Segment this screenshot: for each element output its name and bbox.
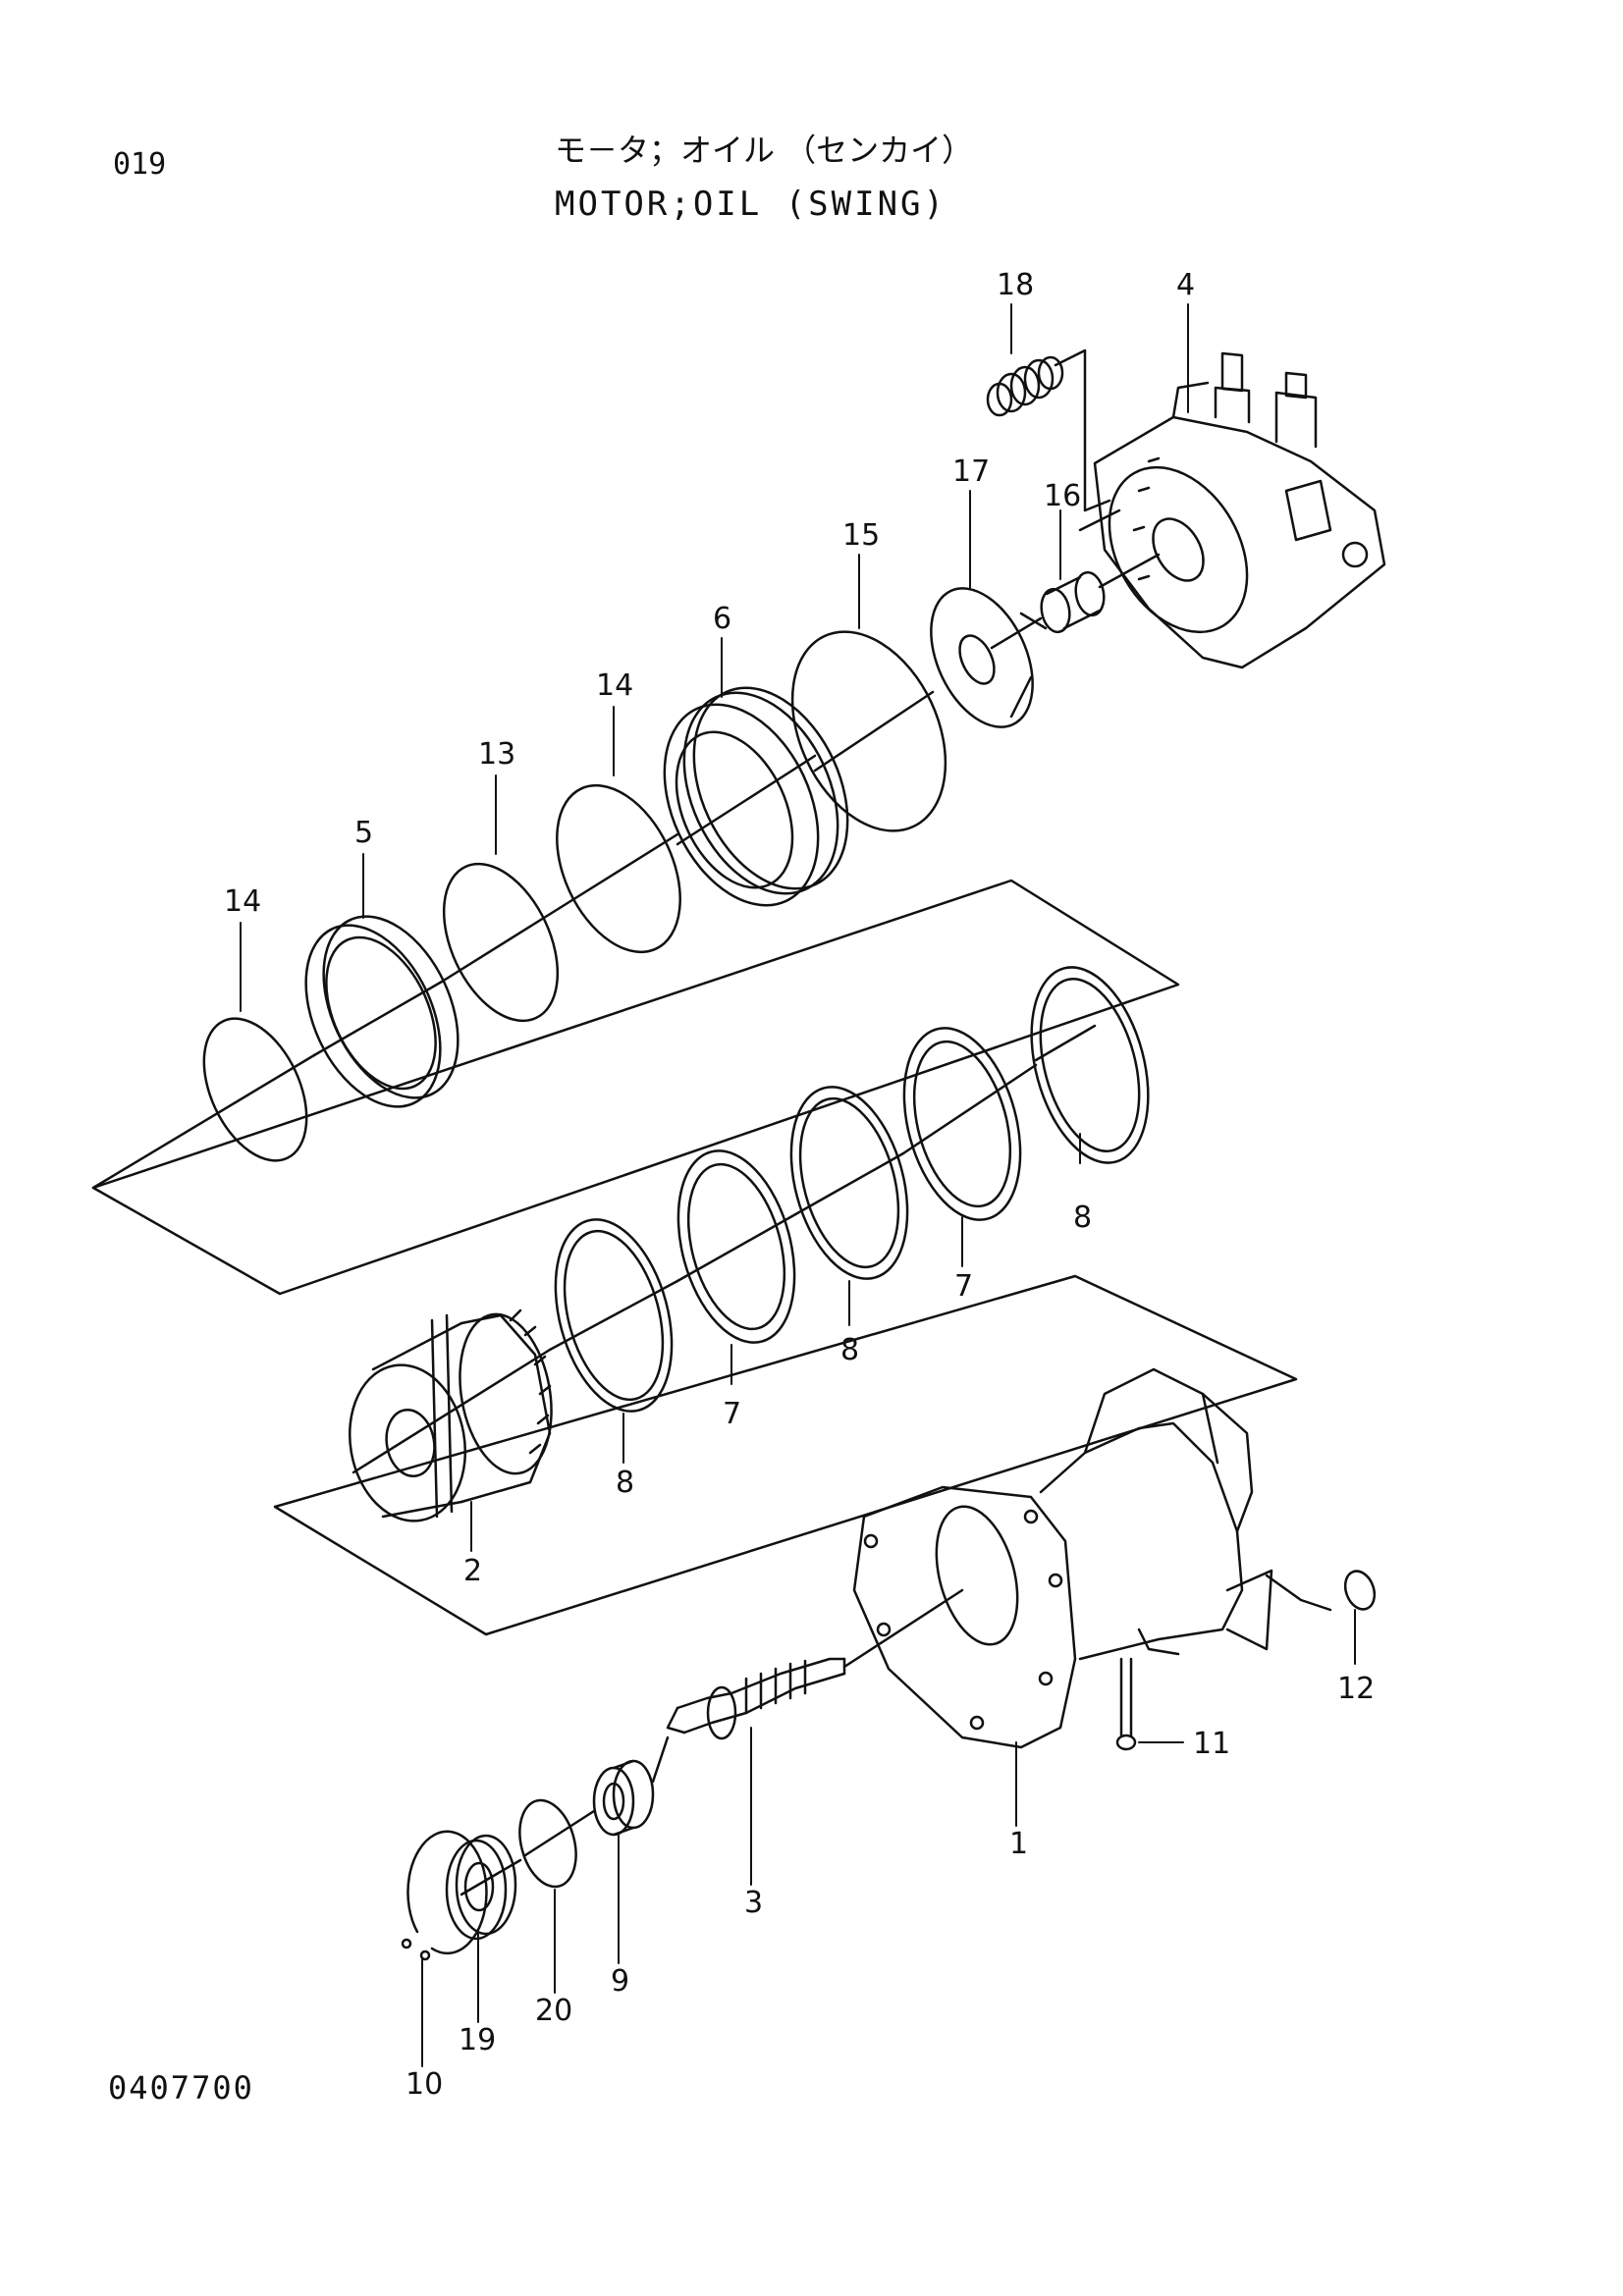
part-2-cylinder-block bbox=[348, 1308, 553, 1522]
part-8-plate-a bbox=[1030, 966, 1150, 1164]
label-part-15: 15 bbox=[842, 518, 880, 553]
part-13-o-ring bbox=[442, 862, 560, 1023]
part-14-o-ring-upper bbox=[556, 783, 681, 954]
part-5-ring bbox=[304, 915, 460, 1108]
label-part-10: 10 bbox=[406, 2067, 443, 2102]
part-15-o-ring bbox=[790, 630, 947, 832]
label-part-12: 12 bbox=[1337, 1672, 1375, 1706]
reference-code: 0407700 bbox=[108, 2069, 254, 2107]
page-number: 019 bbox=[113, 147, 167, 182]
label-part-14-lower: 14 bbox=[224, 884, 261, 919]
label-part-2: 2 bbox=[463, 1554, 482, 1588]
part-4-valve-block bbox=[1078, 351, 1386, 669]
label-part-16: 16 bbox=[1044, 479, 1081, 513]
label-part-9: 9 bbox=[611, 1964, 629, 1999]
part-10-snap-ring bbox=[401, 1830, 488, 1961]
part-20-o-ring bbox=[518, 1798, 577, 1889]
label-part-7-a: 7 bbox=[954, 1269, 973, 1304]
label-part-14-upper: 14 bbox=[596, 668, 633, 703]
part-12-o-ring bbox=[1343, 1570, 1377, 1611]
label-part-4: 4 bbox=[1176, 268, 1195, 302]
part-6-ring bbox=[663, 686, 849, 907]
part-8-plate-b bbox=[788, 1086, 909, 1280]
part-7-plate-b bbox=[676, 1149, 796, 1344]
leader-lines bbox=[240, 303, 1356, 2067]
label-part-3: 3 bbox=[744, 1886, 763, 1920]
label-part-18: 18 bbox=[997, 268, 1034, 302]
label-part-20: 20 bbox=[535, 1994, 572, 2028]
part-7-plate-a bbox=[901, 1027, 1038, 1221]
label-part-8-b: 8 bbox=[840, 1333, 859, 1367]
part-8-plate-c bbox=[548, 1218, 679, 1413]
group-bracket-lower bbox=[273, 1274, 1298, 1636]
title-english: MOTOR;OIL (SWING) bbox=[555, 185, 947, 224]
part-1-housing bbox=[852, 1367, 1332, 1749]
part-3-shaft bbox=[666, 1588, 964, 1740]
label-part-8-c: 8 bbox=[616, 1466, 634, 1500]
label-part-6: 6 bbox=[713, 602, 731, 636]
part-16-bushing bbox=[1040, 553, 1161, 634]
label-part-11: 11 bbox=[1193, 1727, 1230, 1761]
group-bracket-upper bbox=[91, 879, 1180, 1296]
label-part-7-b: 7 bbox=[723, 1397, 741, 1431]
part-14-o-ring-lower bbox=[202, 1017, 308, 1162]
title-japanese: モ－タ；オイル （センカイ） bbox=[555, 132, 974, 169]
label-part-1: 1 bbox=[1009, 1827, 1028, 1861]
label-part-5: 5 bbox=[354, 816, 373, 850]
part-11-bolt bbox=[1115, 1657, 1137, 1751]
part-17-valve-plate bbox=[930, 587, 1048, 728]
part-18-spring bbox=[986, 348, 1111, 512]
part-9-bearing bbox=[592, 1735, 670, 1837]
label-part-13: 13 bbox=[478, 737, 515, 772]
part-19-seal bbox=[445, 1834, 522, 1941]
label-part-8-a: 8 bbox=[1073, 1201, 1092, 1235]
label-part-19: 19 bbox=[459, 2023, 496, 2057]
label-part-17: 17 bbox=[952, 454, 990, 489]
